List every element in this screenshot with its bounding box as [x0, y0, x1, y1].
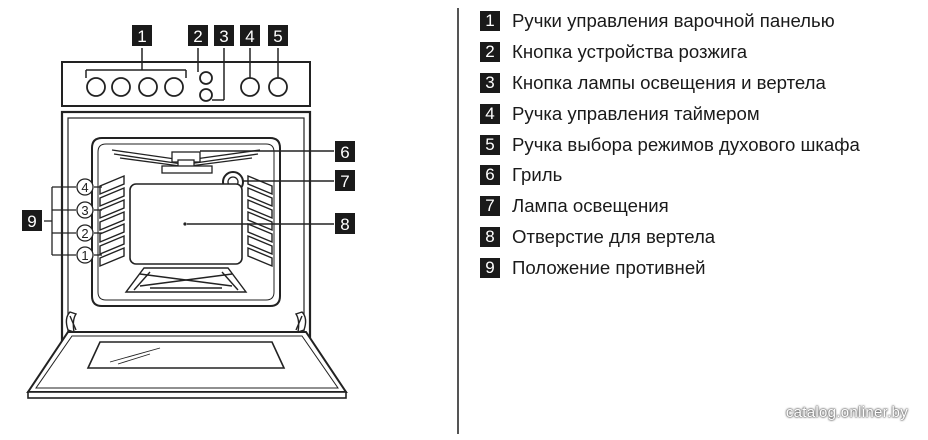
hob-knob: [86, 77, 106, 97]
divider-line: [457, 8, 459, 434]
lamp-button: [199, 88, 213, 102]
timer-knob: [240, 77, 260, 97]
svg-text:2: 2: [81, 226, 88, 241]
mode-knob: [268, 77, 288, 97]
hob-knob: [164, 77, 184, 97]
hob-knobs: [86, 71, 288, 102]
grill-element: [111, 149, 261, 174]
callout-3: 3: [214, 25, 234, 46]
svg-text:3: 3: [81, 203, 88, 218]
watermark: catalog.onliner.by: [785, 404, 908, 421]
legend-item-4: 4 Ручка управления таймером: [480, 98, 920, 129]
door-hinges: [65, 311, 307, 334]
legend-number: 3: [480, 72, 500, 93]
legend-text: Отверстие для вертела: [512, 225, 716, 247]
ignition-button: [199, 71, 213, 85]
shelf-position-4: 4: [76, 178, 94, 196]
svg-text:7: 7: [340, 172, 349, 191]
spit-hole: [183, 222, 187, 226]
legend-number: 8: [480, 226, 500, 247]
svg-text:1: 1: [137, 27, 146, 46]
hob-knob: [138, 77, 158, 97]
legend-number: 5: [480, 134, 500, 155]
legend-item-1: 1 Ручки управления варочной панелью: [480, 6, 920, 37]
svg-text:5: 5: [273, 27, 282, 46]
callout-8: 8: [335, 213, 355, 234]
legend-number: 1: [480, 11, 500, 32]
svg-text:6: 6: [340, 143, 349, 162]
svg-text:4: 4: [81, 180, 88, 195]
legend-number: 7: [480, 196, 500, 217]
legend-text: Кнопка устройства розжига: [512, 41, 748, 63]
callout-4: 4: [240, 25, 260, 46]
callout-6: 6: [335, 141, 355, 162]
shelf-position-bracket: [44, 186, 102, 256]
legend-item-3: 3 Кнопка лампы освещения и вертела: [480, 68, 920, 99]
callout-5: 5: [268, 25, 288, 46]
shelf-position-2: 2: [76, 224, 94, 242]
oven-diagram: 1 2 3 4 5: [22, 25, 355, 399]
legend-number: 2: [480, 42, 500, 63]
callout-2: 2: [188, 25, 208, 46]
legend-text: Кнопка лампы освещения и вертела: [512, 71, 826, 93]
legend-number: 9: [480, 257, 500, 278]
legend-text: Положение противней: [512, 256, 706, 278]
door-window: [86, 341, 286, 369]
svg-text:1: 1: [81, 248, 88, 263]
svg-text:8: 8: [340, 215, 349, 234]
legend-item-5: 5 Ручка выбора режимов духового шкафа: [480, 129, 920, 160]
right-shelf-runners: [247, 174, 273, 268]
legend-text: Ручки управления варочной панелью: [512, 10, 835, 32]
svg-text:2: 2: [193, 27, 202, 46]
legend-text: Ручка управления таймером: [512, 102, 760, 124]
legend-item-8: 8 Отверстие для вертела: [480, 222, 920, 253]
legend-item-9: 9 Положение противней: [480, 252, 920, 283]
bottom-heating-element: [124, 267, 248, 293]
svg-text:9: 9: [27, 212, 36, 231]
shelf-position-3: 3: [76, 201, 94, 219]
legend-number: 4: [480, 103, 500, 124]
legend-text: Ручка выбора режимов духового шкафа: [512, 133, 860, 155]
callout-9: 9: [22, 210, 42, 231]
legend-item-2: 2 Кнопка устройства розжига: [480, 37, 920, 68]
callout-1: 1: [132, 25, 152, 46]
legend-number: 6: [480, 165, 500, 186]
left-shelf-runners: [99, 174, 125, 268]
hob-knob: [111, 77, 131, 97]
svg-text:3: 3: [219, 27, 228, 46]
legend-item-7: 7 Лампа освещения: [480, 191, 920, 222]
legend-text: Гриль: [512, 164, 563, 186]
svg-text:4: 4: [245, 27, 254, 46]
legend-text: Лампа освещения: [512, 195, 669, 217]
callout-7: 7: [335, 170, 355, 191]
legend-item-6: 6 Гриль: [480, 160, 920, 191]
shelf-position-1: 1: [76, 246, 94, 264]
